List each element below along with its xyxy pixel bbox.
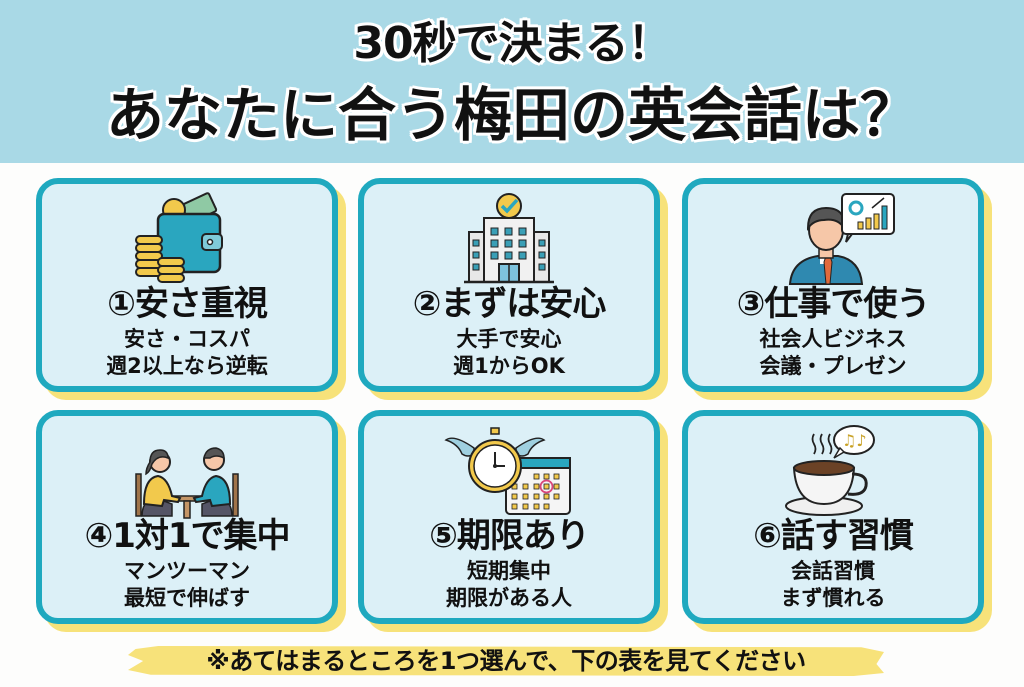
stopwatch-calendar-icon [444,427,571,515]
card-title: ⑥話す習慣 [753,516,914,556]
coffee-music-icon: ♫♪ [785,425,875,516]
card-line-2: まず慣れる [780,586,886,610]
one-on-one-table-icon [135,447,239,519]
option-card-6[interactable]: ♫♪ ⑥話す習慣 会話習慣 まず慣れる [682,410,992,632]
highlight-brush [128,646,884,676]
header-banner: 30秒で決まる！ あなたに合う梅田の英会話は？ [0,0,1024,163]
wallet-coins-icon [135,192,223,283]
card-line-1: マンツーマン [124,559,250,583]
svg-text:♫♪: ♫♪ [842,431,867,450]
card-line-2: 週2以上なら逆転 [106,354,268,378]
card-line-1: 安さ・コスパ [124,327,250,351]
card-line-2: 最短で伸ばす [124,586,250,610]
card-line-1: 社会人ビジネス [759,327,907,351]
card-title: ②まずは安心 [412,284,607,324]
card-title: ⑤期限あり [429,516,590,556]
option-card-2[interactable]: ②まずは安心 大手で安心 週1からOK [358,178,668,400]
footer-note-text: ※あてはまるところを1つ選んで、下の表を見てください [206,647,806,675]
option-card-4[interactable]: ④1対1で集中 マンツーマン 最短で伸ばす [36,410,346,632]
card-line-2: 期限がある人 [446,586,572,610]
footer-note: ※あてはまるところを1つ選んで、下の表を見てください [128,642,884,678]
title-line-2: あなたに合う梅田の英会話は？ [105,81,918,149]
option-card-3[interactable]: ③仕事で使う 社会人ビジネス 会議・プレゼン [682,178,992,400]
businessman-chart-icon [788,193,895,285]
card-line-2: 週1からOK [453,354,565,378]
option-card-5[interactable]: ⑤期限あり 短期集中 期限がある人 [358,410,668,632]
card-line-1: 大手で安心 [456,327,562,351]
card-line-1: 短期集中 [467,559,551,583]
building-check-icon [464,193,554,284]
option-card-1[interactable]: ①安さ重視 安さ・コスパ 週2以上なら逆転 [36,178,346,400]
card-title: ④1対1で集中 [84,516,290,556]
card-line-2: 会議・プレゼン [759,354,907,378]
title-line-1: 30秒で決まる！ [353,18,671,69]
card-line-1: 会話習慣 [791,559,875,583]
card-title: ①安さ重視 [107,284,268,324]
card-title: ③仕事で使う [736,284,931,324]
